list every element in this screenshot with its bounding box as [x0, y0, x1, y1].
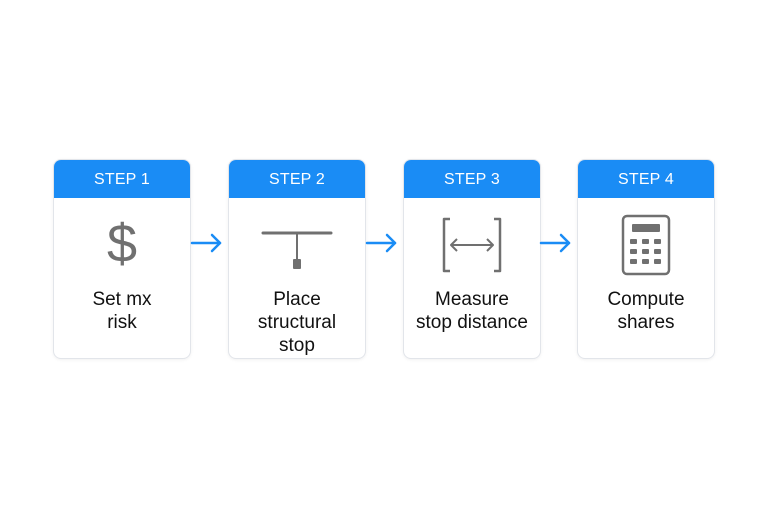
step-header: STEP 2 [229, 160, 365, 198]
step-label: Place structural stop [233, 288, 361, 357]
step-card-1: STEP 1 $ Set mx risk [53, 159, 191, 359]
dollar-icon: $ [54, 210, 190, 280]
step-label-line: risk [107, 312, 137, 333]
step-card-4: STEP 4 Compute shares [577, 159, 715, 359]
arrow-right-icon [190, 233, 222, 253]
step-label-line: structural [257, 312, 337, 333]
step-label: Measure stop distance [408, 288, 536, 334]
measure-distance-icon [404, 210, 540, 280]
svg-text:$: $ [107, 215, 137, 274]
step-label-line: shares [617, 312, 675, 333]
step-label-line: Place [273, 289, 321, 310]
calculator-icon [578, 210, 714, 280]
step-card-2: STEP 2 Place structural stop [228, 159, 366, 359]
step-card-3: STEP 3 Measure stop distance [403, 159, 541, 359]
step-header: STEP 1 [54, 160, 190, 198]
step-label-line: Set mx [92, 289, 152, 310]
step-header: STEP 3 [404, 160, 540, 198]
step-label-line: Compute [607, 289, 685, 310]
step-label-line: Measure [435, 289, 509, 310]
step-label: Set mx risk [58, 288, 186, 334]
step-label: Compute shares [582, 288, 710, 334]
structural-stop-icon [229, 210, 365, 280]
arrow-right-icon [365, 233, 397, 253]
step-label-line: stop distance [416, 312, 528, 333]
step-label-line: stop [279, 335, 315, 356]
arrow-right-icon [539, 233, 571, 253]
step-header: STEP 4 [578, 160, 714, 198]
